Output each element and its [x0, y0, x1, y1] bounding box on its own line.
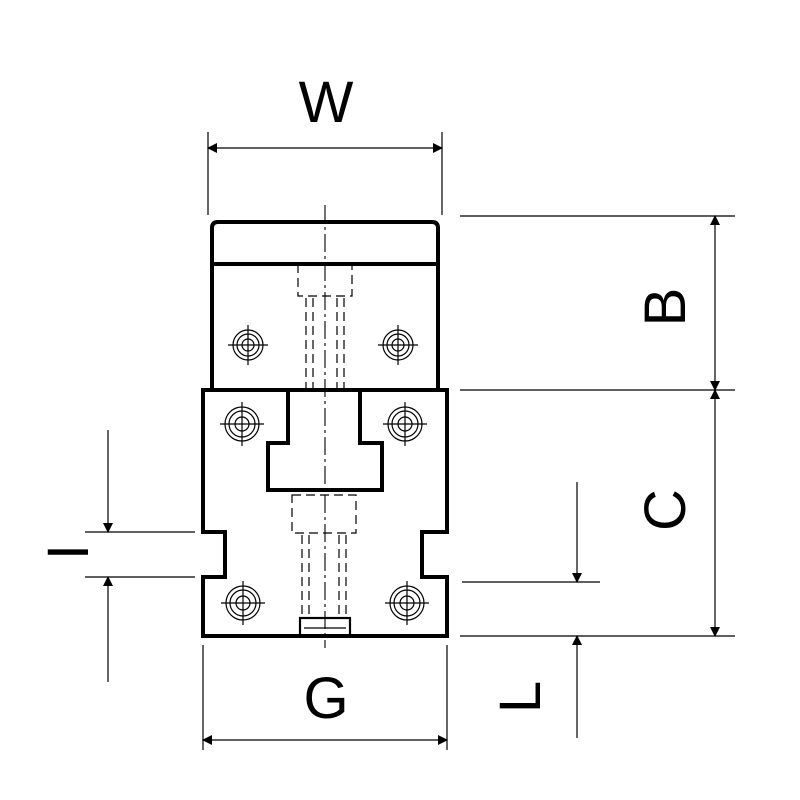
dimension-c: C — [460, 389, 735, 637]
dimension-w: W — [207, 70, 443, 215]
dimension-g: G — [202, 645, 448, 750]
hole-middle-right — [383, 402, 427, 446]
label-l: L — [488, 681, 553, 713]
label-i: I — [36, 544, 101, 560]
dimension-b: B — [460, 215, 735, 391]
label-c: C — [633, 489, 698, 531]
mounting-holes — [220, 325, 429, 625]
hole-lower-right — [385, 581, 429, 625]
label-g: G — [303, 666, 348, 731]
hole-upper-left — [228, 325, 268, 365]
upper-screw — [297, 264, 353, 390]
label-b: B — [633, 288, 698, 327]
label-w: W — [299, 70, 354, 135]
dimension-l: L — [462, 482, 600, 738]
hole-lower-left — [221, 581, 265, 625]
dimension-i: I — [36, 430, 195, 682]
hole-middle-left — [220, 402, 264, 446]
hole-upper-right — [378, 325, 418, 365]
lower-screw — [291, 494, 357, 638]
